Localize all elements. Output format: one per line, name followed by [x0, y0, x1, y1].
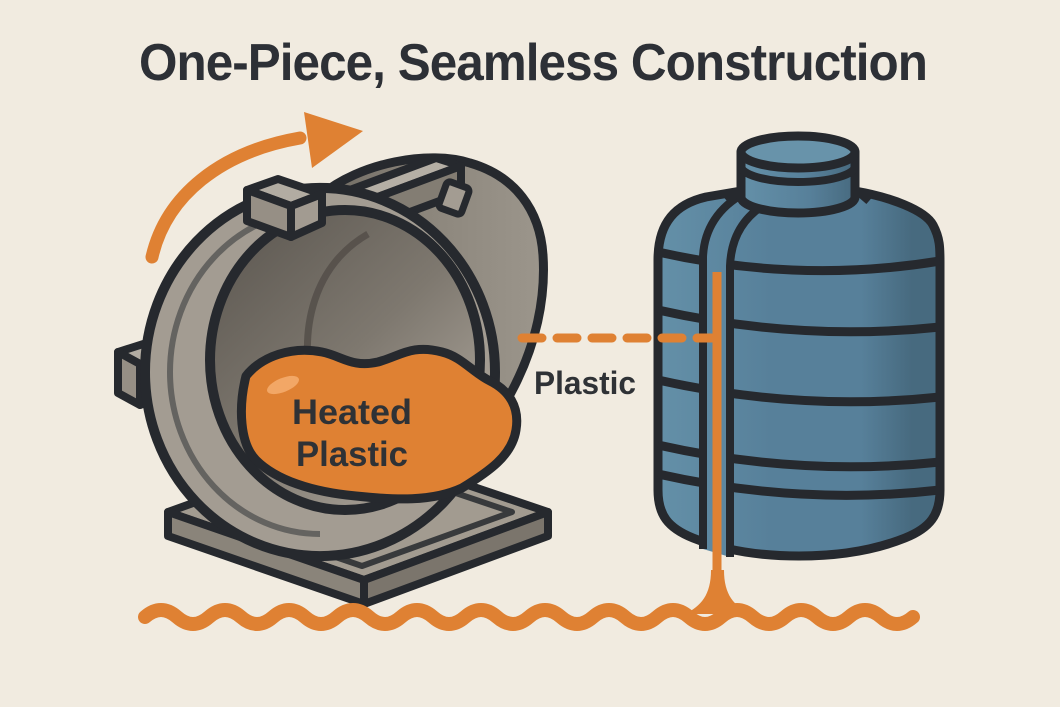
- molten-plastic-pool: [236, 344, 522, 504]
- rotation-arrow-curve: [145, 131, 307, 264]
- heated-plastic-label-line1: Heated: [292, 393, 412, 432]
- tank-cap: [724, 131, 872, 218]
- tank-cap-rim-line: [737, 165, 859, 186]
- plastic-connector-label: Plastic: [534, 365, 636, 401]
- tank-cap-flare-right: [852, 185, 872, 205]
- rotation-arrow-icon: [145, 112, 363, 264]
- mold-clamp: [243, 175, 326, 241]
- wave-line: [138, 603, 920, 631]
- tank-rib: [657, 469, 941, 500]
- tank-rib: [657, 247, 941, 276]
- molten-plastic-highlight: [267, 375, 299, 395]
- machine-base-front-right: [360, 508, 552, 608]
- plastic-tank: [653, 131, 945, 561]
- heated-plastic-label-line2: Plastic: [296, 435, 408, 474]
- mold-parting-notch-top: [435, 178, 473, 218]
- mold-clamp-side: [287, 190, 326, 241]
- tank-cap-top: [736, 131, 860, 173]
- rotation-arrow-head: [304, 112, 363, 168]
- pour-flare: [685, 570, 751, 614]
- tank-rib: [657, 375, 941, 407]
- tank-rib: [657, 305, 941, 337]
- tank-ribs: [657, 247, 941, 500]
- mold-ring-bevel-line: [167, 207, 321, 537]
- rotational-molding-machine: Heated Plastic: [114, 153, 552, 608]
- tank-rib: [657, 440, 941, 472]
- page-title: One-Piece, Seamless Construction: [139, 34, 927, 92]
- molten-seam-flow: [685, 272, 751, 614]
- tank-cap-flare-left: [724, 185, 744, 205]
